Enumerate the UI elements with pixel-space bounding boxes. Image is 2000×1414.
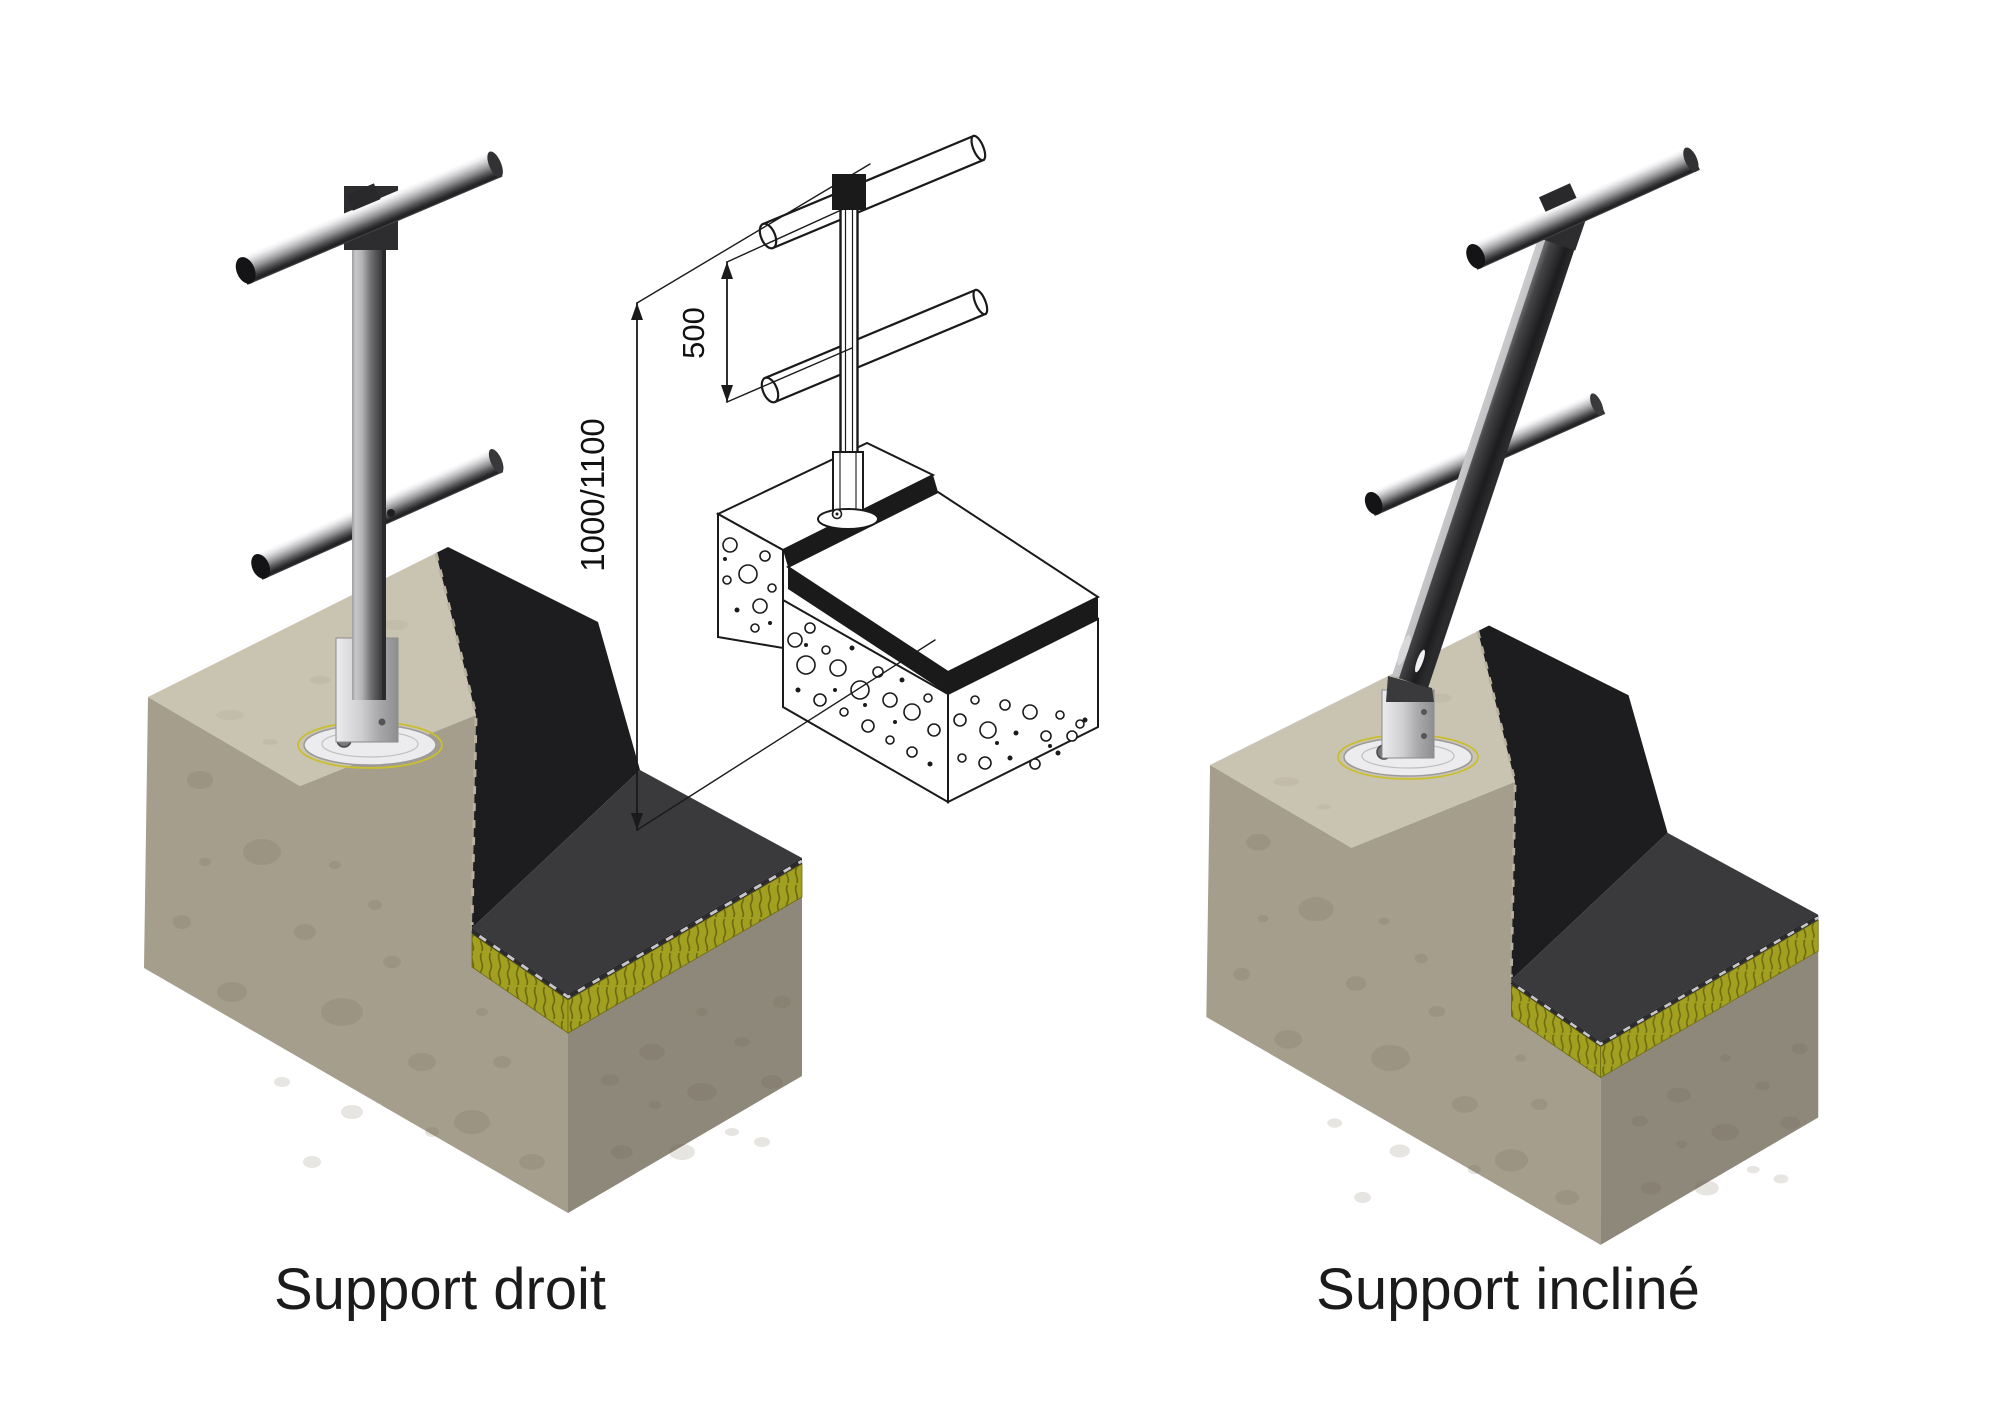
support-droit-figure bbox=[142, 150, 804, 1215]
lineart-roof-band-front bbox=[948, 597, 1098, 694]
bend-slot bbox=[1397, 634, 1411, 666]
dimension-total: 1000/1100 bbox=[574, 163, 936, 831]
top-rail bbox=[235, 150, 503, 285]
dimension-total-label: 1000/1100 bbox=[574, 418, 611, 572]
bend-slot bbox=[1415, 649, 1425, 673]
concrete-block bbox=[142, 545, 804, 1215]
top-rail bbox=[1466, 146, 1700, 270]
support-incline-figure bbox=[1204, 146, 1820, 1247]
dimension-drawing: 1000/1100 500 bbox=[574, 134, 1101, 831]
dimension-spacing-label: 500 bbox=[676, 307, 711, 359]
rail-bolt bbox=[387, 509, 395, 517]
post-edge-highlight bbox=[1392, 206, 1556, 678]
inclined-guardrail-post bbox=[1386, 206, 1585, 702]
dimension-spacing: 500 bbox=[676, 205, 853, 403]
lineart-post bbox=[817, 174, 879, 530]
lineart-clamp bbox=[832, 174, 866, 210]
lineart-roof-band-left bbox=[788, 567, 948, 694]
lineart-mid-rail bbox=[760, 288, 989, 404]
concrete-block bbox=[1204, 624, 1820, 1247]
clamp-cap bbox=[346, 183, 381, 211]
caption-support-incline: Support incliné bbox=[1316, 1257, 1700, 1322]
clamp-cap bbox=[1538, 183, 1577, 212]
lineart-block bbox=[715, 441, 1101, 804]
aggregate-holes bbox=[722, 537, 1088, 770]
caption-support-droit: Support droit bbox=[273, 1257, 607, 1322]
guardrail-post bbox=[352, 200, 395, 700]
lineart-base-plate bbox=[817, 508, 879, 530]
